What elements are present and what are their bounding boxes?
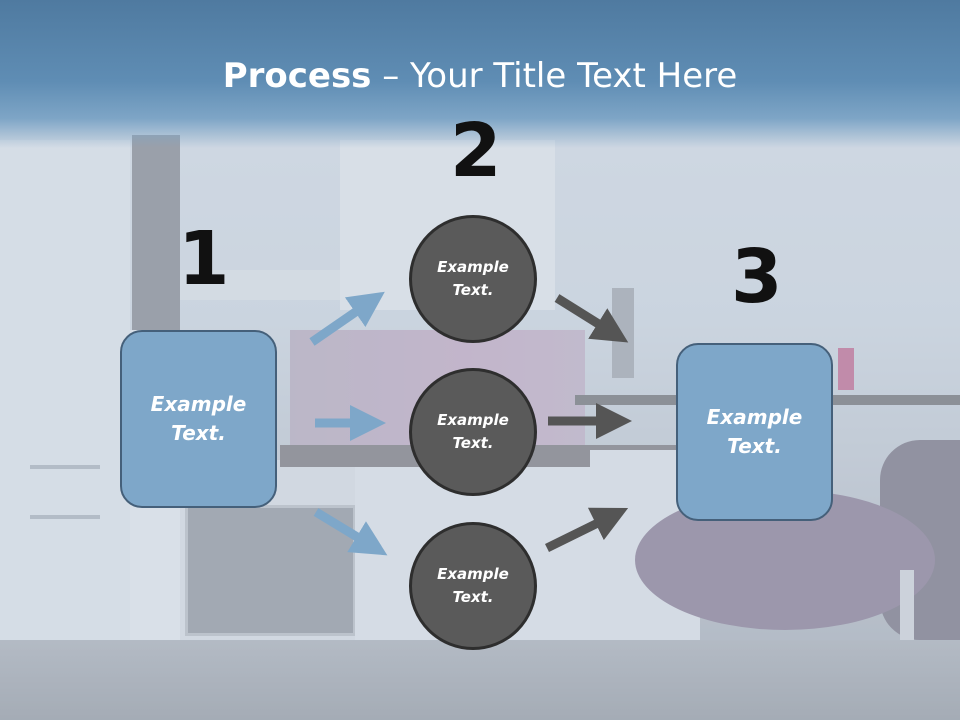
title-band <box>0 0 960 148</box>
title-rest: – Your Title Text Here <box>371 56 738 96</box>
step-number-2: 2 <box>450 108 502 194</box>
arrow-2-to-3-top <box>554 294 629 343</box>
step-2-circle-top: Example Text. <box>409 215 537 343</box>
arrow-1-to-2-bottom <box>313 508 388 556</box>
arrow-1-to-2-top <box>309 291 385 346</box>
step-3-box: Example Text. <box>676 343 833 521</box>
title-bold: Process <box>222 56 372 96</box>
arrow-2-to-3-bottom <box>545 507 629 553</box>
slide-title: Process – Your Title Text Here <box>0 56 960 96</box>
step-2-circle-bottom: Example Text. <box>409 522 537 650</box>
step-1-box: Example Text. <box>120 330 277 508</box>
step-number-3: 3 <box>731 234 783 320</box>
step-2-circle-middle: Example Text. <box>409 368 537 496</box>
step-number-1: 1 <box>178 216 230 302</box>
